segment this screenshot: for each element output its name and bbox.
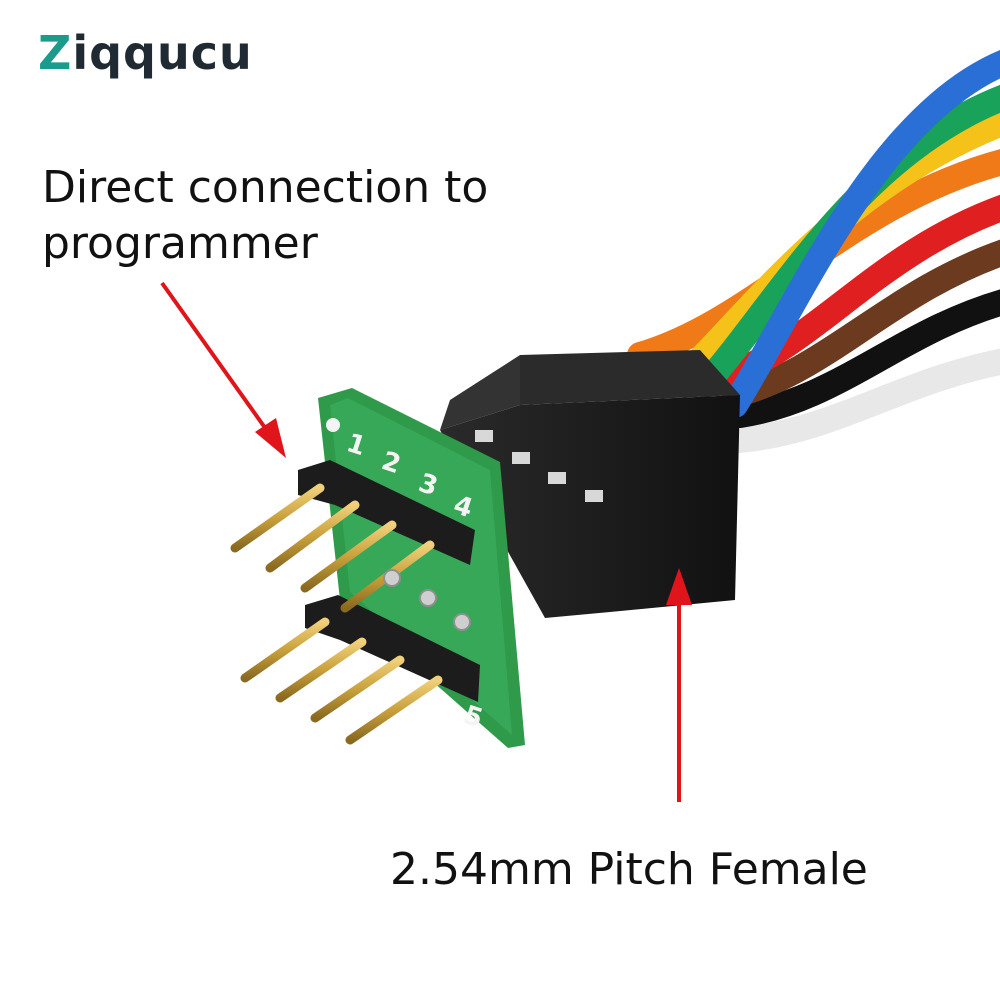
pin [345, 675, 443, 745]
direct-connection-label: Direct connection to programmer [42, 162, 489, 269]
wire-black [727, 289, 1000, 428]
contact-slot [512, 452, 530, 464]
arrow-to-female [666, 568, 692, 802]
pin [230, 483, 325, 553]
solder-joint [383, 569, 401, 587]
brand-logo-initial: Z [38, 26, 73, 80]
contact-slot [585, 490, 603, 502]
female-housing [440, 350, 740, 618]
male-header-top [298, 460, 475, 565]
pin [265, 500, 360, 573]
pin [240, 617, 330, 683]
wire-white [727, 348, 1000, 453]
pin [310, 655, 405, 723]
solder-joints [383, 569, 471, 631]
wire-bundle [627, 50, 1000, 453]
male-header-bottom [305, 595, 480, 702]
wire-brown [722, 239, 1000, 408]
pcb-mounting-hole [326, 418, 340, 432]
solder-joint [453, 613, 471, 631]
brand-logo: Ziqqucu [38, 30, 253, 76]
pitch-female-label: 2.54mm Pitch Female [390, 844, 868, 895]
pin [275, 637, 367, 703]
contact-slot [475, 430, 493, 442]
solder-joint [419, 589, 437, 607]
wire-blue [722, 50, 1000, 418]
arrow-to-programmer [160, 281, 286, 458]
brand-logo-rest: iqqucu [72, 26, 253, 80]
pin [300, 520, 397, 593]
contact-slot [548, 472, 566, 484]
